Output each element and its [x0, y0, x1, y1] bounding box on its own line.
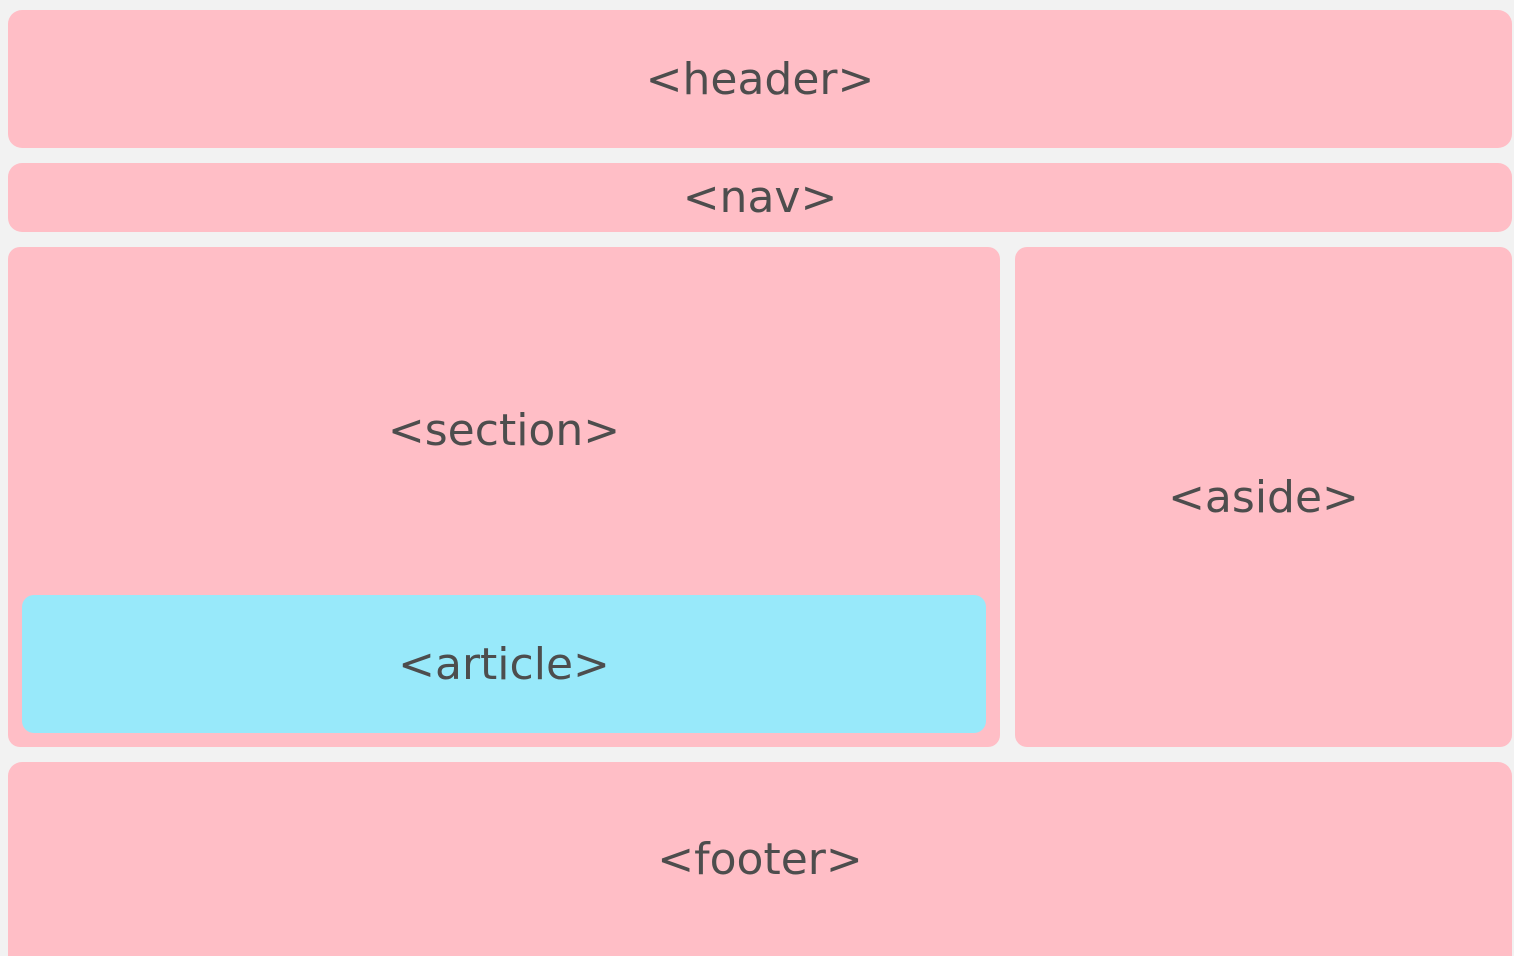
aside-label: <aside>	[1168, 471, 1359, 523]
header-label: <header>	[645, 53, 875, 105]
aside-block: <aside>	[1015, 247, 1512, 747]
nav-block: <nav>	[8, 163, 1512, 232]
nav-label: <nav>	[682, 172, 838, 223]
footer-block: <footer>	[8, 762, 1512, 956]
footer-label: <footer>	[657, 834, 863, 885]
article-label: <article>	[398, 638, 610, 690]
article-block: <article>	[22, 595, 986, 733]
header-block: <header>	[8, 10, 1512, 148]
section-label: <section>	[387, 405, 621, 456]
